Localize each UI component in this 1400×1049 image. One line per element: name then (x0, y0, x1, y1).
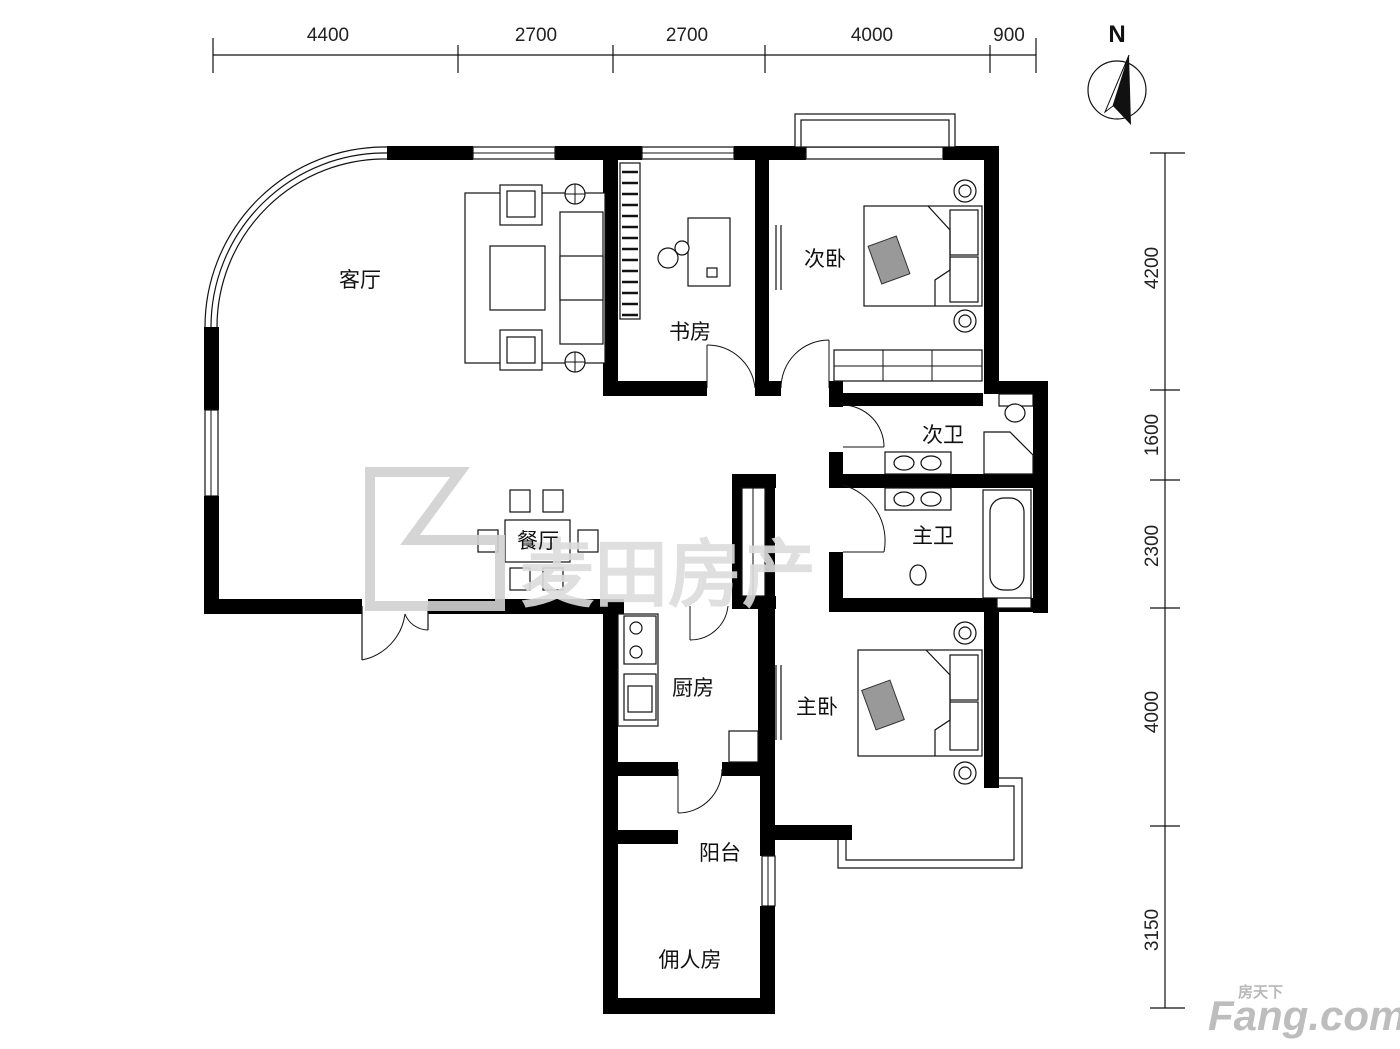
room-label-master-bathroom: 主卫 (912, 524, 954, 548)
room-label-second-bedroom: 次卧 (804, 247, 846, 271)
second-bathroom-fixtures (884, 403, 1034, 475)
living-room-curved-window (204, 146, 388, 328)
top-dimension-bar: 4400 2700 2700 4000 900 (212, 25, 1037, 73)
study-desk (657, 217, 731, 287)
room-label-kitchen: 厨房 (672, 676, 714, 700)
logo-en-text: Fang.com (1208, 992, 1400, 1039)
kitchen-counter (617, 613, 759, 763)
study-bookshelf (619, 162, 641, 320)
room-label-maid-room: 佣人房 (659, 948, 722, 972)
right-dimension-bar: 4200 1600 2300 4000 3150 (1142, 152, 1185, 1009)
dining-wardrobe (741, 487, 766, 597)
right-dimension-label: 3150 (1142, 909, 1163, 951)
room-label-study: 书房 (669, 320, 711, 344)
top-dimension-label: 2700 (515, 25, 557, 46)
right-dimension-label: 4200 (1142, 247, 1163, 289)
top-dimension-label: 2700 (666, 25, 708, 46)
room-label-dining: 餐厅 (517, 529, 559, 553)
second-bedroom-wardrobe (833, 349, 983, 382)
room-label-living: 客厅 (339, 268, 381, 292)
top-dimension-label: 4000 (851, 25, 893, 46)
logo-cn-text: 房天下 (1238, 983, 1283, 1001)
right-dimension-label: 1600 (1142, 414, 1163, 456)
room-labels: 客厅 书房 次卧 次卫 餐厅 主卫 厨房 主卧 阳台 佣人房 (339, 247, 964, 972)
master-bedroom-bed (857, 621, 983, 785)
watermark-text: 麦田房产 (520, 532, 816, 618)
second-bedroom-bed (863, 179, 983, 333)
living-room-sofa-set (464, 183, 606, 373)
room-label-balcony: 阳台 (699, 841, 741, 865)
north-arrow-icon: N (1087, 21, 1147, 125)
room-label-second-bathroom: 次卫 (922, 423, 964, 447)
master-bathroom-fixtures (884, 487, 1032, 599)
walls (204, 113, 1048, 1014)
top-dimension-label: 900 (993, 25, 1025, 46)
right-dimension-label: 2300 (1142, 525, 1163, 567)
north-label: N (1108, 21, 1125, 48)
fang-logo: 房天下 Fang.com (1208, 983, 1400, 1039)
right-dimension-label: 4000 (1142, 691, 1163, 733)
watermark: 麦田房产 (365, 467, 816, 618)
room-label-master-bedroom: 主卧 (796, 695, 838, 719)
top-dimension-label: 4400 (307, 25, 349, 46)
